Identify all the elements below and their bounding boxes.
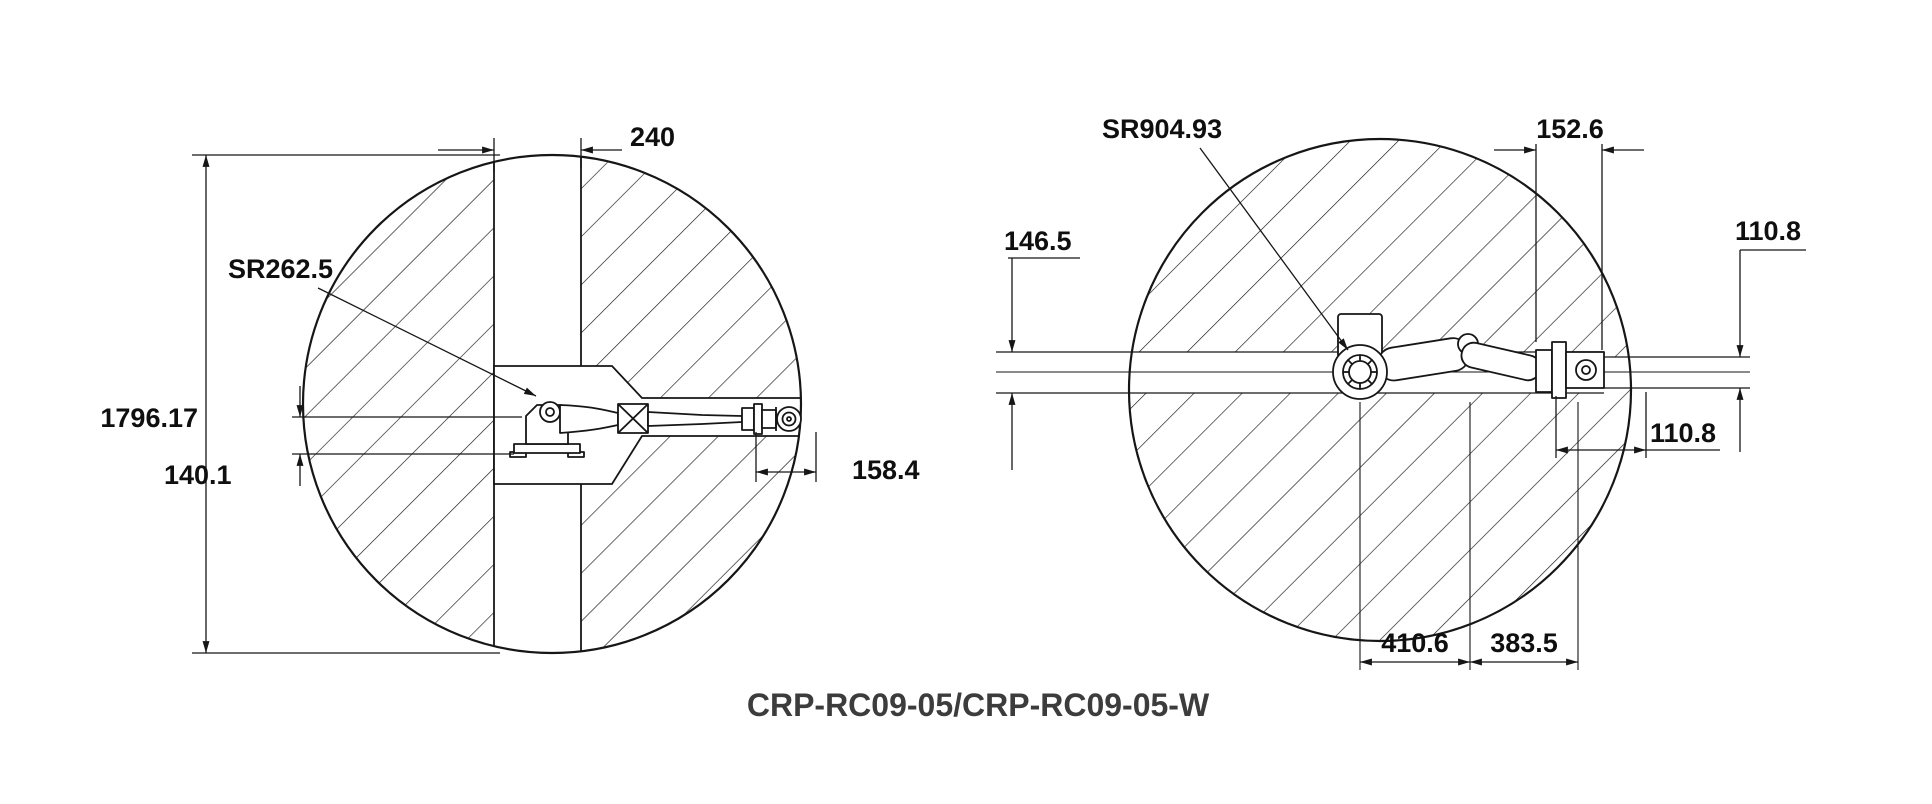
dim-sphere-radius-left-label: SR262.5 <box>228 254 333 284</box>
left-robot-arm <box>509 401 802 458</box>
dim-slot-height-right-label: 110.8 <box>1735 216 1801 246</box>
dim-overall-height: 1796.17 <box>100 154 500 654</box>
dim-wrist-offset: 110.8 <box>1555 392 1720 458</box>
dim-sphere-radius-right: SR904.93 <box>1102 114 1349 351</box>
dim-wrist-plate-width: 152.6 <box>1494 114 1644 350</box>
left-hatched-envelope <box>303 155 801 653</box>
right-robot-arm <box>1332 313 1605 400</box>
dim-bottom-reach: 410.6 383.5 <box>1359 402 1579 670</box>
dim-reach-inner-label: 410.6 <box>1381 628 1449 658</box>
dim-slot-height-right: 110.8 <box>1735 216 1806 452</box>
dim-reach-outer-label: 383.5 <box>1490 628 1558 658</box>
dim-slot-height-left-label: 146.5 <box>1004 226 1072 256</box>
dim-slot-height-left: 146.5 <box>1004 226 1080 470</box>
dim-wrist-offset-label: 110.8 <box>1650 418 1716 448</box>
dim-sphere-radius-left: SR262.5 <box>228 254 537 397</box>
dim-wrist-plate-width-label: 152.6 <box>1536 114 1604 144</box>
dim-wrist-reach: 158.4 <box>755 432 920 485</box>
leader-line <box>317 287 537 397</box>
dim-wrist-reach-label: 158.4 <box>852 455 920 485</box>
leader-line <box>1199 147 1349 351</box>
dim-base-drop-label: 140.1 <box>164 460 232 490</box>
right-envelope-circle <box>1127 137 1633 643</box>
dim-sphere-radius-right-label: SR904.93 <box>1102 114 1222 144</box>
dim-base-drop: 140.1 <box>164 386 522 490</box>
left-envelope-circle <box>301 153 803 655</box>
dim-overall-height-label: 1796.17 <box>100 403 198 433</box>
model-caption: CRP-RC09-05/CRP-RC09-05-W <box>747 687 1210 723</box>
left-view: 240 SR262.5 1796.17 140.1 158.4 <box>100 122 920 655</box>
right-view: SR904.93 152.6 146.5 110.8 <box>996 114 1806 670</box>
dim-band-width-label: 240 <box>630 122 675 152</box>
dim-band-width: 240 <box>438 122 675 172</box>
